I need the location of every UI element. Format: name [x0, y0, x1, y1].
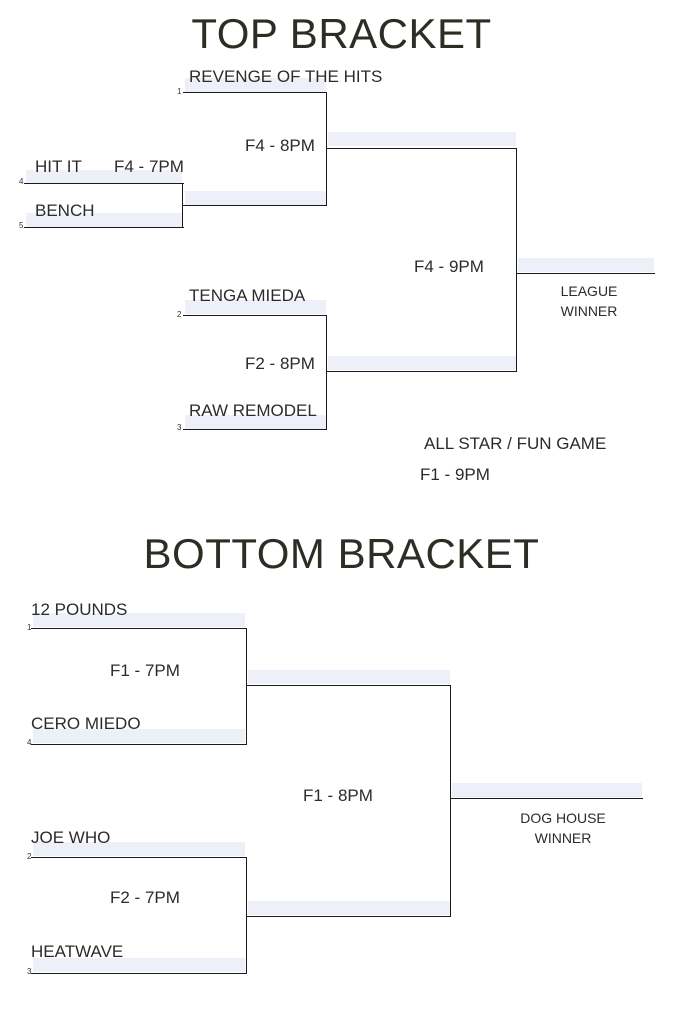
- team-slot-shade: [185, 300, 326, 314]
- game-time-label: F2 - 8PM: [245, 354, 315, 373]
- winner-label-line: WINNER: [560, 303, 618, 319]
- team-slot-shade: [33, 958, 245, 972]
- bracket-line: [31, 973, 247, 974]
- seed-number: 3: [177, 423, 182, 432]
- bracket-line: [183, 315, 327, 316]
- team-slot-shade: [26, 170, 182, 184]
- bracket-line: [326, 315, 327, 430]
- team-slot-shade: [33, 842, 245, 856]
- team-joe-who: JOE WHO: [31, 828, 111, 847]
- bracket-line: [326, 148, 517, 149]
- game-time-label: F1 - 8PM: [303, 786, 373, 805]
- seed-number: 3: [27, 967, 32, 976]
- dog-house-winner-label: DOG HOUSE WINNER: [503, 808, 623, 848]
- bracket-line: [183, 92, 327, 93]
- bracket-line: [246, 916, 451, 917]
- seed-number: 4: [19, 177, 24, 186]
- league-winner-label: LEAGUE WINNER: [529, 281, 649, 321]
- bracket-line: [24, 183, 184, 184]
- seed-number: 5: [19, 221, 24, 230]
- team-slot-shade: [26, 213, 182, 227]
- game-time-label: F4 - 9PM: [414, 257, 484, 276]
- bracket-line: [246, 685, 451, 686]
- team-slot-shade: [328, 132, 516, 146]
- winner-label-line: LEAGUE: [560, 283, 618, 299]
- bracket-line: [24, 227, 184, 228]
- bracket-line: [182, 205, 327, 206]
- bracket-line: [183, 429, 327, 430]
- bracket-line: [31, 628, 247, 629]
- team-cero-miedo: CERO MIEDO: [31, 714, 141, 733]
- team-slot-shade: [185, 191, 326, 205]
- seed-number: 2: [177, 310, 182, 319]
- game-time-label: F1 - 7PM: [110, 661, 180, 680]
- team-raw-remodel: RAW REMODEL: [189, 401, 317, 420]
- top-bracket-title: TOP BRACKET: [191, 10, 492, 57]
- game-time-label: F4 - 7PM: [114, 157, 184, 176]
- team-slot-shade: [185, 78, 326, 92]
- seed-number: 1: [177, 87, 182, 96]
- seed-number: 2: [27, 852, 32, 861]
- team-revenge-of-the-hits: REVENGE OF THE HITS: [189, 67, 383, 86]
- bracket-line: [450, 798, 643, 799]
- team-slot-shade: [248, 901, 450, 915]
- all-star-game-label: ALL STAR / FUN GAME: [424, 434, 607, 453]
- winner-label-line: DOG HOUSE: [520, 810, 606, 826]
- team-slot-shade: [452, 783, 642, 797]
- bracket-line: [31, 744, 247, 745]
- team-12-pounds: 12 POUNDS: [31, 600, 128, 619]
- team-slot-shade: [328, 356, 516, 370]
- bottom-bracket-title: BOTTOM BRACKET: [143, 530, 540, 577]
- team-hit-it: HIT IT: [35, 157, 82, 176]
- team-bench: BENCH: [35, 201, 95, 220]
- team-slot-shade: [518, 258, 654, 272]
- bracket-line: [326, 92, 327, 206]
- bracket-line: [246, 628, 247, 745]
- bracket-line: [516, 273, 655, 274]
- team-tenga-mieda: TENGA MIEDA: [189, 286, 306, 305]
- seed-number: 1: [27, 623, 32, 632]
- bracket-line: [326, 371, 517, 372]
- winner-label-line: WINNER: [534, 830, 592, 846]
- all-star-game-time: F1 - 9PM: [420, 465, 490, 484]
- bracket-line: [31, 857, 247, 858]
- game-time-label: F4 - 8PM: [245, 136, 315, 155]
- bracket-line: [516, 148, 517, 372]
- game-time-label: F2 - 7PM: [110, 888, 180, 907]
- seed-number: 4: [27, 738, 32, 747]
- bracket-line: [450, 685, 451, 917]
- team-slot-shade: [33, 613, 245, 627]
- team-slot-shade: [185, 415, 326, 429]
- team-heatwave: HEATWAVE: [31, 942, 124, 961]
- bracket-line: [246, 857, 247, 974]
- team-slot-shade: [33, 729, 245, 743]
- team-slot-shade: [248, 670, 450, 684]
